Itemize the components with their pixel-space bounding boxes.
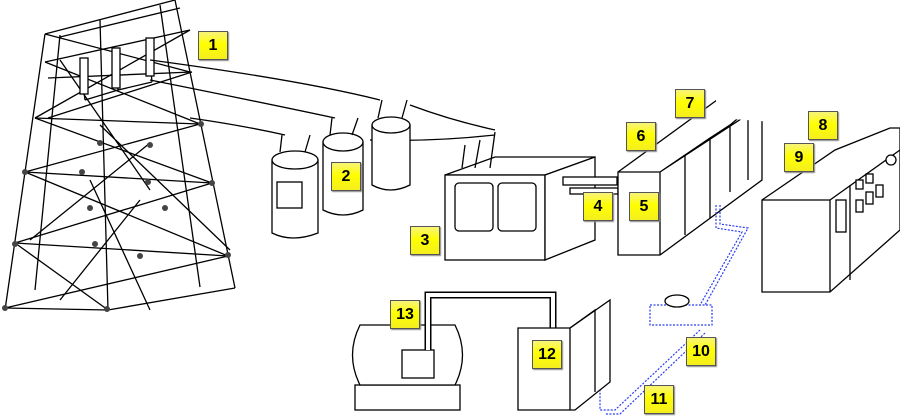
callout-11: 11 (644, 385, 674, 414)
callout-3: 3 (410, 226, 440, 255)
callout-12: 12 (532, 340, 562, 369)
callout-1: 1 (198, 31, 228, 60)
callout-4: 4 (583, 192, 613, 221)
pad-mount-transformer (444, 131, 619, 261)
ups-cabinet (761, 127, 900, 293)
callout-10: 10 (686, 337, 716, 366)
callout-8: 8 (808, 111, 838, 140)
callout-2: 2 (331, 162, 361, 191)
callout-7: 7 (675, 89, 705, 118)
callout-9: 9 (784, 143, 814, 172)
callout-13: 13 (390, 300, 420, 329)
callout-6: 6 (626, 122, 656, 151)
underground-conduit (599, 205, 749, 415)
transmission-tower (2, 0, 236, 312)
generator-set (351, 291, 611, 411)
callout-5: 5 (629, 192, 659, 221)
distribution-transformers (271, 99, 411, 239)
